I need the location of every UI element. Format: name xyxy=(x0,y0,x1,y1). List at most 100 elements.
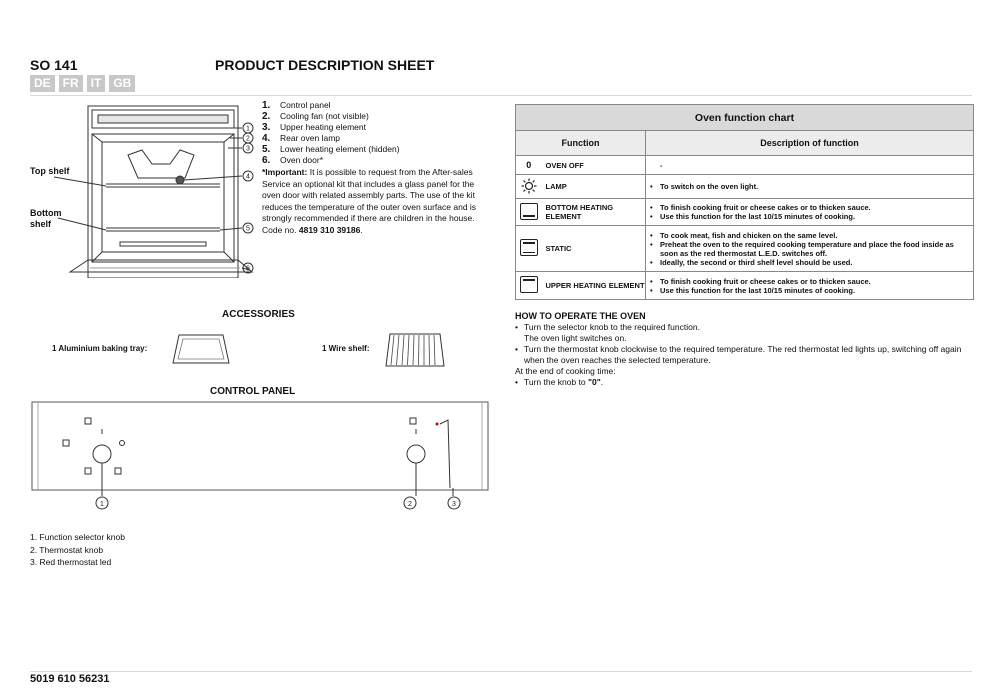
top-shelf-label: Top shelf xyxy=(30,166,70,176)
function-description: To switch on the oven light. xyxy=(645,174,974,199)
kit-code: 4819 310 39186 xyxy=(298,224,361,235)
part-number: 6. xyxy=(262,155,271,166)
important-end: . xyxy=(360,224,363,235)
part-number: 5. xyxy=(262,144,271,155)
part-number: 3. xyxy=(262,122,271,133)
description-line: To cook meat, fish and chicken on the sa… xyxy=(650,231,969,240)
instruction-step: Turn the knob to "0". xyxy=(515,377,975,388)
oven-off-symbol: 0 xyxy=(515,155,542,175)
description-line: - xyxy=(660,160,663,170)
function-description: To cook meat, fish and chicken on the sa… xyxy=(645,225,974,272)
callout-knob-2: 2 xyxy=(408,501,412,508)
description-line: To finish cooking fruit or cheese cakes … xyxy=(650,277,969,286)
function-description: To finish cooking fruit or cheese cakes … xyxy=(645,271,974,300)
part-label: Control panel xyxy=(280,100,331,110)
function-description: - xyxy=(645,155,974,175)
callout-2: 2 xyxy=(246,136,250,143)
function-name: LAMP xyxy=(541,174,646,199)
list-item: 3. Red thermostat led xyxy=(30,557,112,567)
chart-title: Oven function chart xyxy=(515,104,974,131)
instruction-text: Turn the knob to xyxy=(524,377,588,387)
part-number: 4. xyxy=(262,133,271,144)
list-item: 1. Control panel xyxy=(262,100,492,111)
list-item: 1. Function selector knob xyxy=(30,532,125,542)
page-title: PRODUCT DESCRIPTION SHEET xyxy=(215,57,435,73)
column-header-description: Description of function xyxy=(645,130,974,156)
callout-6: 6 xyxy=(246,266,250,273)
language-tab-de[interactable]: DE xyxy=(30,75,55,92)
upper-heat-icon xyxy=(515,271,542,300)
list-item: 6. Oven door* xyxy=(262,155,492,166)
part-number: 2. xyxy=(262,111,271,122)
language-selector: DE FR IT GB xyxy=(30,75,136,92)
callout-1: 1 xyxy=(246,126,250,133)
column-header-function: Function xyxy=(515,130,646,156)
table-row: BOTTOM HEATING ELEMENT To finish cooking… xyxy=(515,198,974,226)
control-panel-legend: 1. Function selector knob 2. Thermostat … xyxy=(30,531,125,569)
instruction-step: Turn the selector knob to the required f… xyxy=(515,322,975,333)
part-label: Oven door* xyxy=(280,155,323,165)
part-label: Cooling fan (not visible) xyxy=(280,111,369,121)
accessories-title: ACCESSORIES xyxy=(222,309,295,320)
function-name: UPPER HEATING ELEMENT xyxy=(541,271,646,300)
important-note: *Important: It is possible to request fr… xyxy=(262,167,492,236)
description-line: Ideally, the second or third shelf level… xyxy=(650,258,969,267)
instructions-title: HOW TO OPERATE THE OVEN xyxy=(515,311,646,321)
description-line: Use this function for the last 10/15 min… xyxy=(650,212,969,221)
oven-parts-list: 1. Control panel 2. Cooling fan (not visib… xyxy=(262,100,492,236)
function-name: BOTTOM HEATING ELEMENT xyxy=(541,198,646,226)
function-name: OVEN OFF xyxy=(541,155,646,175)
list-item: 2. Cooling fan (not visible) xyxy=(262,111,492,122)
function-name: STATIC xyxy=(541,225,646,272)
part-number: 1. xyxy=(262,100,271,111)
instruction-step: Turn the thermostat knob clockwise to th… xyxy=(515,344,975,366)
table-row: 0 OVEN OFF - xyxy=(515,155,974,175)
list-item: 4. Rear oven lamp xyxy=(262,133,492,144)
knob-position: "0" xyxy=(587,377,601,387)
bottom-heat-icon xyxy=(515,198,542,226)
oven-diagram: 1 2 3 4 5 6 xyxy=(53,105,254,278)
table-row: STATIC To cook meat, fish and chicken on… xyxy=(515,225,974,272)
header-divider xyxy=(30,95,972,96)
callout-knob-1: 1 xyxy=(100,501,104,508)
instruction-end: . xyxy=(600,377,604,387)
static-icon xyxy=(515,225,542,272)
oven-function-chart: Oven function chart Function Description… xyxy=(515,104,974,300)
thermostat-knob[interactable] xyxy=(406,444,426,464)
thermostat-led xyxy=(435,422,439,426)
function-selector-knob[interactable] xyxy=(92,444,112,464)
table-row: UPPER HEATING ELEMENT To finish cooking … xyxy=(515,271,974,300)
model-number: SO 141 xyxy=(30,57,78,73)
list-item: 2. Thermostat knob xyxy=(30,544,104,555)
callout-led-3: 3 xyxy=(452,501,456,508)
table-row: LAMP To switch on the oven light. xyxy=(515,174,974,199)
description-line: To switch on the oven light. xyxy=(650,182,969,191)
part-label: Rear oven lamp xyxy=(280,133,341,143)
document-code: 5019 610 56231 xyxy=(30,673,110,685)
list-item: 3. Upper heating element xyxy=(262,122,492,133)
baking-tray-icon xyxy=(172,334,230,364)
operating-instructions: HOW TO OPERATE THE OVEN Turn the selecto… xyxy=(515,311,975,388)
control-panel-title: CONTROL PANEL xyxy=(210,386,296,397)
language-tab-gb[interactable]: GB xyxy=(109,75,136,92)
control-panel-diagram: 1 2 3 xyxy=(31,401,489,510)
language-tab-fr[interactable]: FR xyxy=(58,75,83,92)
list-item: 5. Lower heating element (hidden) xyxy=(262,144,492,155)
description-line: To finish cooking fruit or cheese cakes … xyxy=(650,203,969,212)
function-description: To finish cooking fruit or cheese cakes … xyxy=(645,198,974,226)
wire-shelf-label: 1 Wire shelf: xyxy=(322,344,370,353)
part-label: Upper heating element xyxy=(280,122,367,132)
description-line: Use this function for the last 10/15 min… xyxy=(650,286,969,295)
description-line: Preheat the oven to the required cooking… xyxy=(650,240,969,258)
footer-divider xyxy=(30,671,972,672)
callout-4: 4 xyxy=(246,174,250,181)
important-text: It is possible to request from the After… xyxy=(262,167,477,235)
callout-3: 3 xyxy=(246,146,250,153)
wire-shelf-icon xyxy=(385,333,445,367)
language-tab-it[interactable]: IT xyxy=(86,75,106,92)
important-label: *Important: xyxy=(262,167,308,177)
bottom-shelf-label: Bottom shelf xyxy=(30,208,62,229)
part-label: Lower heating element (hidden) xyxy=(280,144,400,154)
instruction-subheading: At the end of cooking time: xyxy=(515,366,616,376)
callout-5: 5 xyxy=(246,226,250,233)
